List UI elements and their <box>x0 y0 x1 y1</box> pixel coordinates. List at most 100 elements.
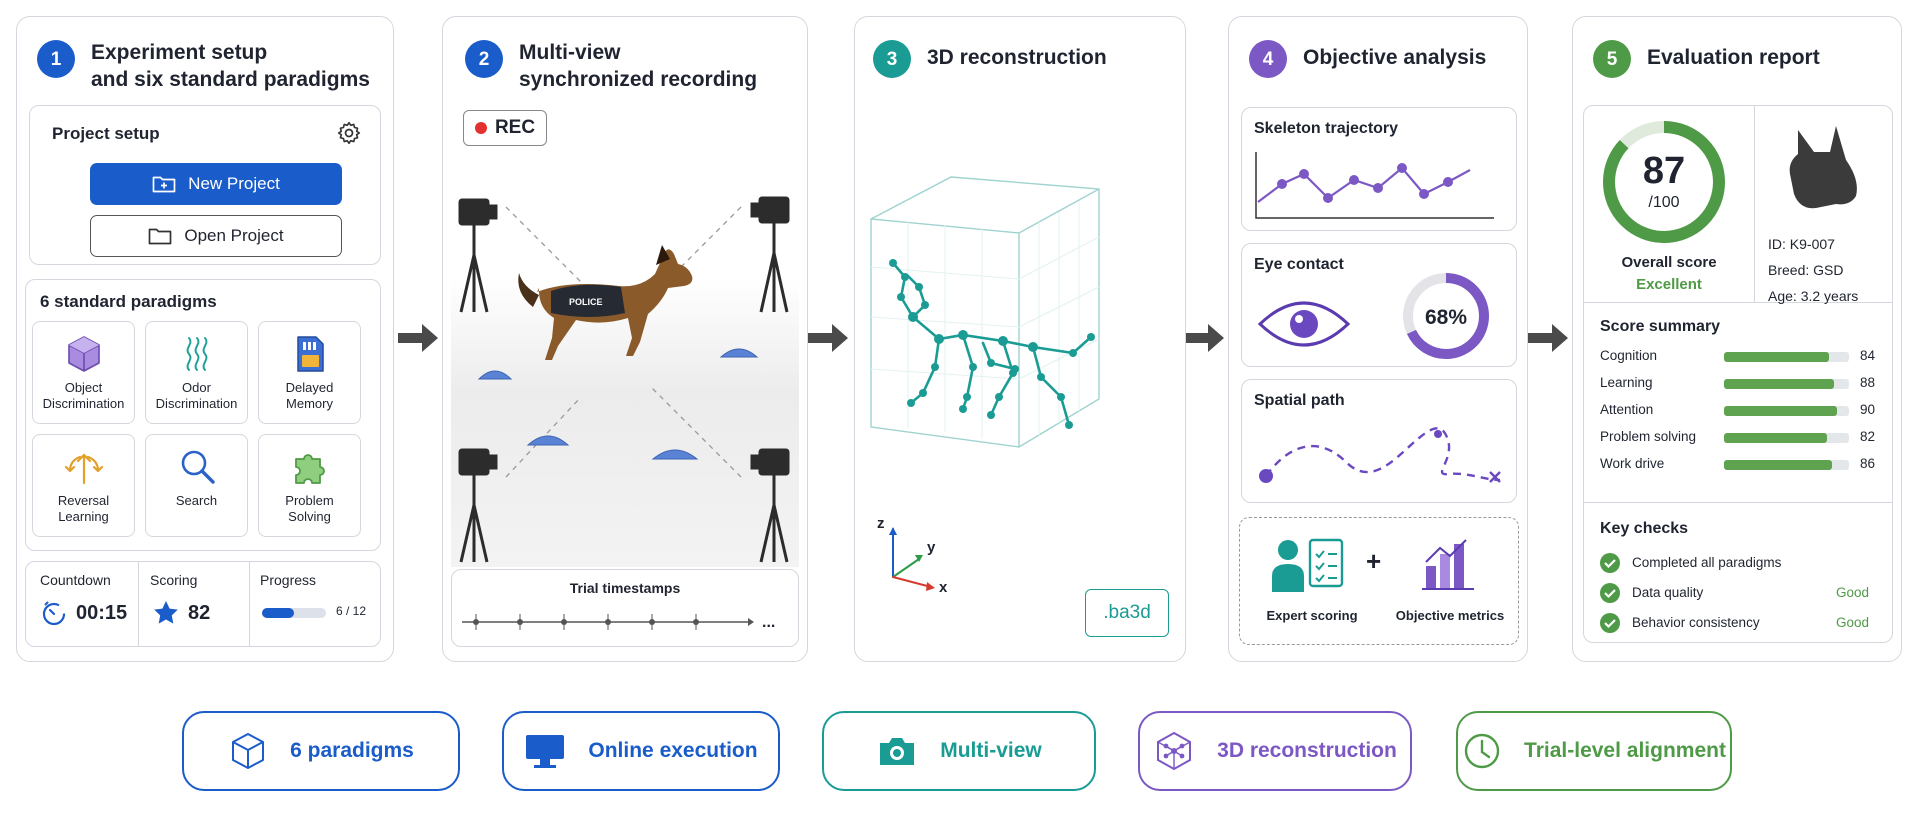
summary-value: 86 <box>1860 456 1876 471</box>
skeleton-trajectory-card: Skeleton trajectory <box>1241 107 1517 231</box>
clock-icon <box>1464 733 1500 769</box>
axis-x-label: x <box>939 579 948 596</box>
pill-label: Multi-view <box>940 739 1042 762</box>
eye-contact-value: 68% <box>1424 306 1468 329</box>
check-status: Good <box>1836 615 1870 630</box>
new-project-button[interactable]: New Project <box>90 163 342 205</box>
feature-pill-3d-reconstruction[interactable]: 3D reconstruction <box>1138 711 1412 791</box>
paradigm-label: Object Discrimination <box>42 380 125 411</box>
open-project-label: Open Project <box>184 226 284 245</box>
spatial-path-card: Spatial path <box>1241 379 1517 503</box>
panel-4-title: 4 Objective analysis <box>1249 39 1486 78</box>
paradigm-odor-discrimination[interactable]: Odor Discrimination <box>145 321 248 424</box>
new-project-label: New Project <box>188 174 280 193</box>
pill-label: Online execution <box>588 739 758 762</box>
monitor-icon <box>526 735 565 768</box>
flow-arrow-2 <box>808 324 848 352</box>
feature-pill-online-execution[interactable]: Online execution <box>502 711 780 791</box>
axis-y-label: y <box>927 539 936 556</box>
rec-dot-icon <box>474 122 487 134</box>
countdown-label: Countdown <box>40 572 111 588</box>
gear-icon[interactable] <box>336 120 362 146</box>
paradigm-label: Problem Solving <box>285 493 334 524</box>
paradigm-delayed-memory[interactable]: Delayed Memory <box>258 321 361 424</box>
step-5-badge: 5 <box>1593 40 1631 78</box>
key-checks-title: Key checks <box>1600 520 1689 537</box>
cube-icon <box>67 336 100 372</box>
project-setup-title: Project setup <box>52 124 160 143</box>
cube-icon <box>232 733 265 769</box>
summary-value: 90 <box>1860 402 1876 417</box>
pill-label: 6 paradigms <box>290 739 414 762</box>
summary-bar <box>1724 433 1849 443</box>
axis-gizmo <box>889 527 935 591</box>
timer-icon <box>42 601 66 626</box>
step-3-badge: 3 <box>873 40 911 78</box>
ba3d-file-badge[interactable]: .ba3d <box>1085 589 1169 637</box>
feature-pill-multiview[interactable]: Multi-view <box>822 711 1096 791</box>
eye-contact-card: Eye contact 68% <box>1241 243 1517 367</box>
eye-contact-donut <box>1403 273 1489 359</box>
check-label: Behavior consistency <box>1632 615 1760 630</box>
expert-scoring-label: Expert scoring <box>1266 608 1358 623</box>
summary-name: Work drive <box>1600 456 1665 471</box>
dog-breed: Breed: GSD <box>1768 262 1844 278</box>
folder-icon <box>149 228 172 245</box>
feature-pill-paradigms[interactable]: 6 paradigms <box>182 711 460 791</box>
panel-experiment-setup: 1 Experiment setup and six standard para… <box>16 16 394 662</box>
police-vest-label: POLICE <box>569 297 603 307</box>
skeleton-trajectory-title: Skeleton trajectory <box>1254 120 1399 137</box>
flow-arrow-3 <box>1184 324 1224 352</box>
summary-name: Cognition <box>1600 348 1658 363</box>
paradigm-reversal-learning[interactable]: Reversal Learning <box>32 434 135 537</box>
panel-3d-reconstruction: 3 3D reconstruction z y x .ba3d <box>854 16 1186 662</box>
overall-score-rating: Excellent <box>1636 276 1702 293</box>
paradigm-label: Delayed Memory <box>285 380 334 411</box>
overall-score-ring <box>1603 121 1725 243</box>
panel-4-title-text: Objective analysis <box>1303 46 1487 69</box>
dog-id: ID: K9-007 <box>1768 236 1835 252</box>
summary-bar <box>1724 406 1849 416</box>
flow-arrow-4 <box>1528 324 1568 352</box>
check-circle-icon <box>1600 613 1620 633</box>
panel-1-title-text: Experiment setup and six standard paradi… <box>91 41 370 91</box>
step-1-badge: 1 <box>37 40 75 78</box>
timestamps-title: Trial timestamps <box>569 580 681 596</box>
scoring-value: 82 <box>188 602 211 624</box>
summary-name: Learning <box>1600 375 1653 390</box>
check-label: Data quality <box>1632 585 1704 600</box>
step-4-badge: 4 <box>1249 40 1287 78</box>
overall-score-max: /100 <box>1648 194 1680 211</box>
panel-3-title-text: 3D reconstruction <box>927 46 1107 69</box>
feature-pill-trial-alignment[interactable]: Trial-level alignment <box>1456 711 1732 791</box>
paradigm-object-discrimination[interactable]: Object Discrimination <box>32 321 135 424</box>
panel-2-title: 2 Multi-view synchronized recording <box>465 39 757 93</box>
panel-evaluation-report: 5 Evaluation report 87 /100 Overall scor… <box>1572 16 1902 662</box>
star-icon <box>154 601 178 624</box>
scoring-label: Scoring <box>150 572 198 588</box>
dog-age: Age: 3.2 years <box>1768 288 1859 304</box>
police-dog-illustration: POLICE <box>518 245 693 360</box>
camera-tripod-bottom-right <box>750 448 790 563</box>
rec-badge: REC <box>463 110 547 146</box>
timeline-ellipsis: ... <box>762 614 776 631</box>
trajectory-line-chart <box>1255 152 1494 219</box>
paradigm-search[interactable]: Search <box>145 434 248 537</box>
paradigm-label: Search <box>175 493 218 508</box>
summary-value: 82 <box>1860 429 1876 444</box>
panel-objective-analysis: 4 Objective analysis Skeleton trajectory… <box>1228 16 1528 662</box>
spatial-path-title: Spatial path <box>1254 392 1345 409</box>
paradigms-card: 6 standard paradigms Object Discriminati… <box>25 279 381 551</box>
panel-3-title: 3 3D reconstruction <box>873 39 1107 78</box>
open-project-button[interactable]: Open Project <box>90 215 342 257</box>
camera-tripod-bottom-left <box>458 448 498 563</box>
check-circle-icon <box>1600 553 1620 573</box>
paradigm-problem-solving[interactable]: Problem Solving <box>258 434 361 537</box>
paradigms-title: 6 standard paradigms <box>40 292 217 311</box>
trial-timestamps-card: Trial timestamps ... <box>451 569 799 647</box>
panel-5-title: 5 Evaluation report <box>1593 39 1820 78</box>
status-card: Countdown 00:15 Scoring 82 Progress 6 / … <box>25 561 381 647</box>
step-2-badge: 2 <box>465 40 503 78</box>
flow-arrow-1 <box>398 324 438 352</box>
objective-metrics-label: Objective metrics <box>1395 608 1505 623</box>
